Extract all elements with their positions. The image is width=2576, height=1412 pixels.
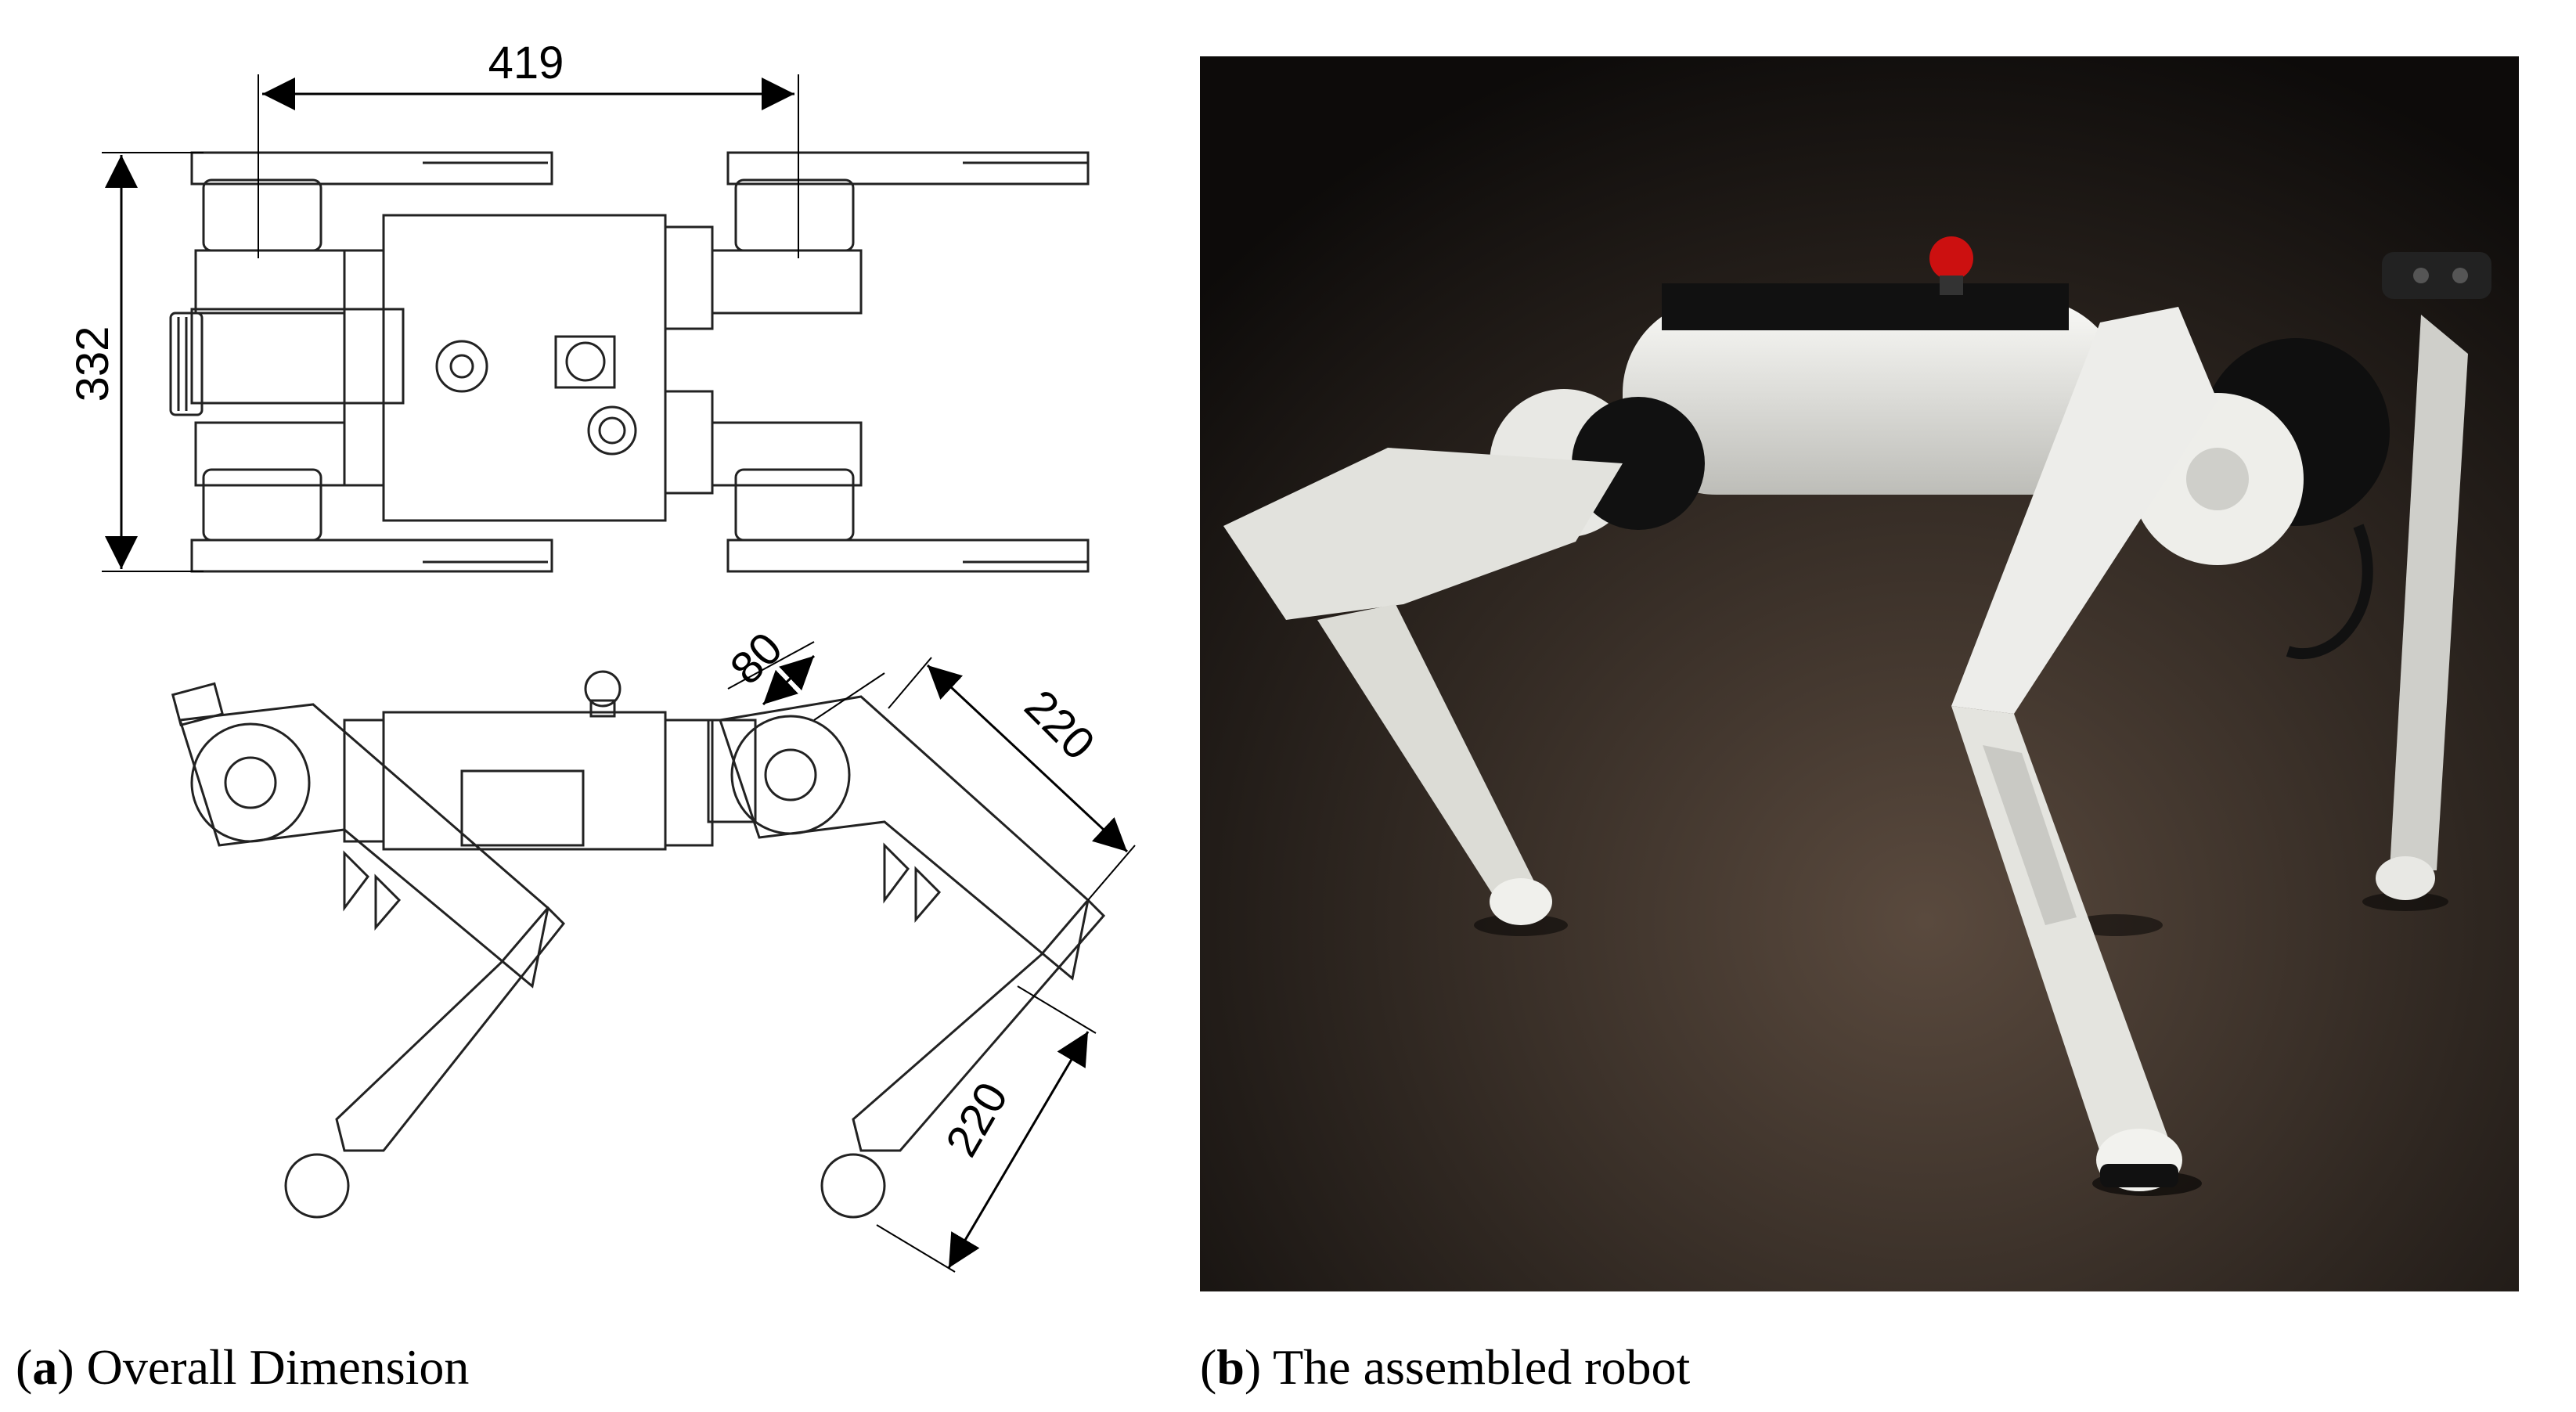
side-estop xyxy=(584,670,621,708)
depth-camera xyxy=(2382,252,2491,299)
estop-button xyxy=(1929,236,1973,280)
cooling-fan xyxy=(554,335,616,389)
front-upper-leg xyxy=(178,703,549,989)
dimension-220-upper: 220 xyxy=(888,657,1136,901)
caption-a: (a) Overall Dimension xyxy=(16,1339,470,1395)
front-foot xyxy=(284,1153,350,1219)
caption-b: (b) The assembled robot xyxy=(1200,1339,1691,1395)
caption-b-letter: b xyxy=(1216,1339,1245,1395)
caption-a-text: Overall Dimension xyxy=(86,1339,470,1395)
side-view xyxy=(171,670,1106,1219)
side-body-outline xyxy=(382,711,667,851)
dim-label-width: 332 xyxy=(67,326,118,402)
front-lower-leg xyxy=(335,906,566,1152)
robot-top-plate xyxy=(1662,283,2069,330)
leg-link-rear-left xyxy=(726,151,1090,186)
robot xyxy=(1223,236,2491,1196)
dimension-332: 332 xyxy=(67,152,204,572)
dimension-drawing: 419 332 xyxy=(67,38,1136,1273)
dim-label-length: 419 xyxy=(488,38,564,88)
caption-a-letter: a xyxy=(32,1339,58,1395)
panel-b-photo xyxy=(1200,56,2519,1291)
rear-shin xyxy=(1317,604,1537,902)
leg-link-front-left xyxy=(190,151,553,186)
leg-link-front-right xyxy=(190,539,553,573)
robot-photo xyxy=(1200,56,2519,1291)
rear-thigh xyxy=(1223,448,1623,620)
body-outline xyxy=(382,214,667,522)
top-view xyxy=(169,151,1090,573)
dim-label-lower-leg: 220 xyxy=(936,1074,1018,1165)
front-shin xyxy=(1951,706,2171,1152)
battery-pack xyxy=(190,308,405,405)
dim-label-upper-leg: 220 xyxy=(1015,680,1104,769)
joint-motor-rear xyxy=(1572,397,1705,530)
dimension-220-lower: 220 xyxy=(876,985,1097,1273)
front-thigh xyxy=(1951,307,2218,714)
robot-body xyxy=(1623,299,2124,495)
dimension-419: 419 xyxy=(258,38,799,258)
socket xyxy=(435,340,488,393)
rear-foot xyxy=(820,1153,886,1219)
leg-link-rear-right xyxy=(726,539,1090,573)
caption-b-text: The assembled robot xyxy=(1273,1339,1691,1395)
dim-label-hip-offset: 80 xyxy=(720,622,792,694)
rear-upper-leg xyxy=(719,695,1090,981)
panel-a-drawing: 419 332 xyxy=(0,0,1190,1299)
